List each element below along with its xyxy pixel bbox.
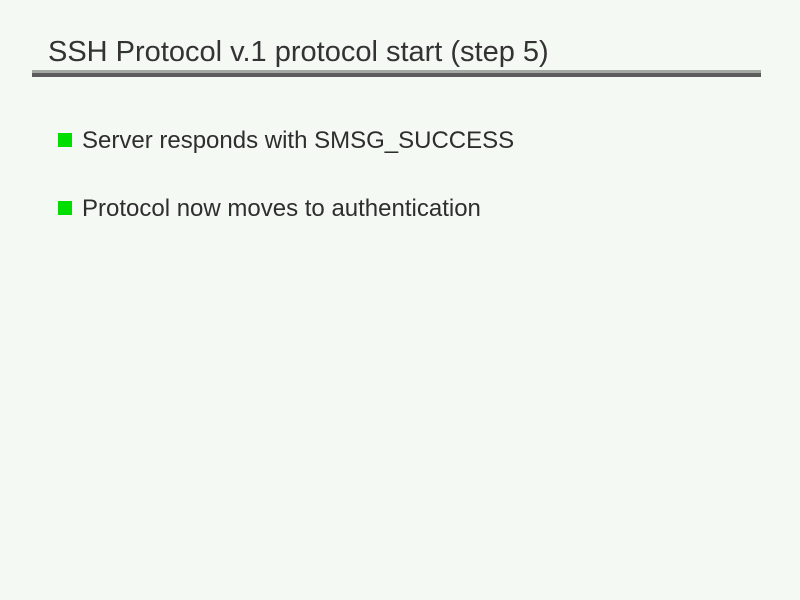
slide-title: SSH Protocol v.1 protocol start (step 5): [48, 36, 549, 68]
bullet-item: Protocol now moves to authentication: [58, 195, 481, 222]
bullet-item: Server responds with SMSG_SUCCESS: [58, 127, 515, 154]
title-underline-rule: [32, 70, 761, 77]
bullet-text: Protocol now moves to authentication: [82, 195, 481, 222]
green-square-bullet-icon: [58, 201, 72, 215]
green-square-bullet-icon: [58, 133, 72, 147]
bullet-text: Server responds with SMSG_SUCCESS: [82, 127, 515, 154]
